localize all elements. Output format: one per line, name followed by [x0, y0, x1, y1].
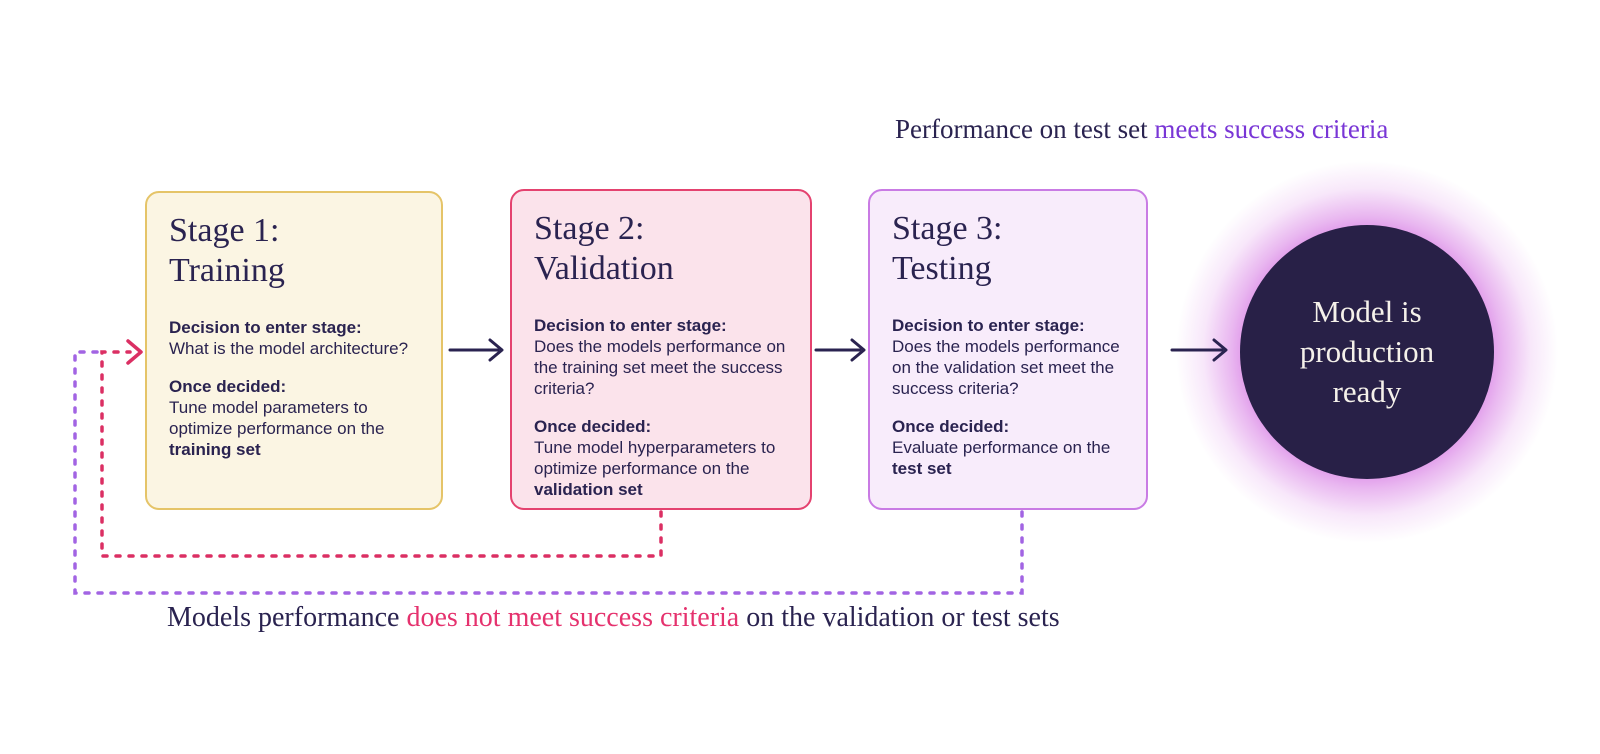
arrow-stage1-to-stage2 [448, 338, 504, 362]
feedback-path-validation [100, 350, 663, 558]
stage3-decision-text: Does the models performance on the valid… [892, 337, 1120, 398]
stage-card-training: Stage 1:Training Decision to enter stage… [145, 191, 443, 510]
arrow-stage2-to-stage3 [814, 338, 866, 362]
failure-label-highlight: does not meet success criteria [406, 602, 740, 633]
stage3-title-line1: Stage 3: [892, 210, 1003, 247]
stage3-title: Stage 3:Testing [892, 209, 1128, 289]
stage2-decision-section: Decision to enter stage: Does the models … [534, 315, 792, 399]
stage2-decision-text: Does the models performance on the train… [534, 337, 786, 398]
stage3-once-text: Evaluate performance on the [892, 438, 1111, 457]
stage1-title-line2: Training [169, 252, 285, 289]
stage2-once-text: Tune model hyperparameters to optimize p… [534, 438, 776, 478]
stage-card-validation: Stage 2:Validation Decision to enter sta… [510, 189, 812, 510]
feedback-path-testing [73, 350, 1024, 595]
stage1-decision-label: Decision to enter stage: [169, 318, 362, 337]
stage1-once-text: Tune model parameters to optimize perfor… [169, 398, 385, 438]
stage3-once-emphasis: test set [892, 459, 952, 478]
arrow-stage3-to-production [1170, 338, 1228, 362]
stage2-title-line1: Stage 2: [534, 210, 645, 247]
stage2-once-label: Once decided: [534, 417, 652, 436]
production-ready-label: Model is production ready [1299, 294, 1435, 409]
production-ready-node: Model is production ready [1240, 225, 1494, 479]
stage2-decision-label: Decision to enter stage: [534, 316, 727, 335]
stage3-once-section: Once decided: Evaluate performance on the… [892, 416, 1128, 479]
failure-label-suffix: on the validation or test sets [746, 602, 1060, 633]
stage3-title-line2: Testing [892, 250, 992, 287]
stage2-once-section: Once decided: Tune model hyperparameters … [534, 416, 792, 500]
stage2-title-line2: Validation [534, 250, 674, 287]
stage3-decision-label: Decision to enter stage: [892, 316, 1085, 335]
stage1-decision-section: Decision to enter stage: What is the mode… [169, 317, 423, 359]
stage-card-testing: Stage 3:Testing Decision to enter stage:… [868, 189, 1148, 510]
stage1-once-label: Once decided: [169, 377, 287, 396]
stage3-once-label: Once decided: [892, 417, 1010, 436]
success-label-prefix: Performance on test set [895, 114, 1148, 144]
stage1-once-emphasis: training set [169, 440, 261, 459]
stage3-decision-section: Decision to enter stage: Does the models … [892, 315, 1128, 399]
feedback-arrowhead-icon [126, 339, 143, 365]
stage2-once-emphasis: validation set [534, 480, 643, 499]
stage2-title: Stage 2:Validation [534, 209, 792, 289]
stage1-title: Stage 1:Training [169, 211, 423, 291]
stage1-decision-text: What is the model architecture? [169, 339, 409, 358]
failure-label-prefix: Models performance [167, 602, 400, 633]
stage1-title-line1: Stage 1: [169, 212, 280, 249]
stage1-once-section: Once decided: Tune model parameters to op… [169, 376, 423, 460]
success-path-label: Performance on test set meets success cr… [895, 114, 1388, 145]
failure-path-label: Models performance does not meet success… [167, 602, 1060, 634]
success-label-highlight: meets success criteria [1154, 114, 1389, 144]
